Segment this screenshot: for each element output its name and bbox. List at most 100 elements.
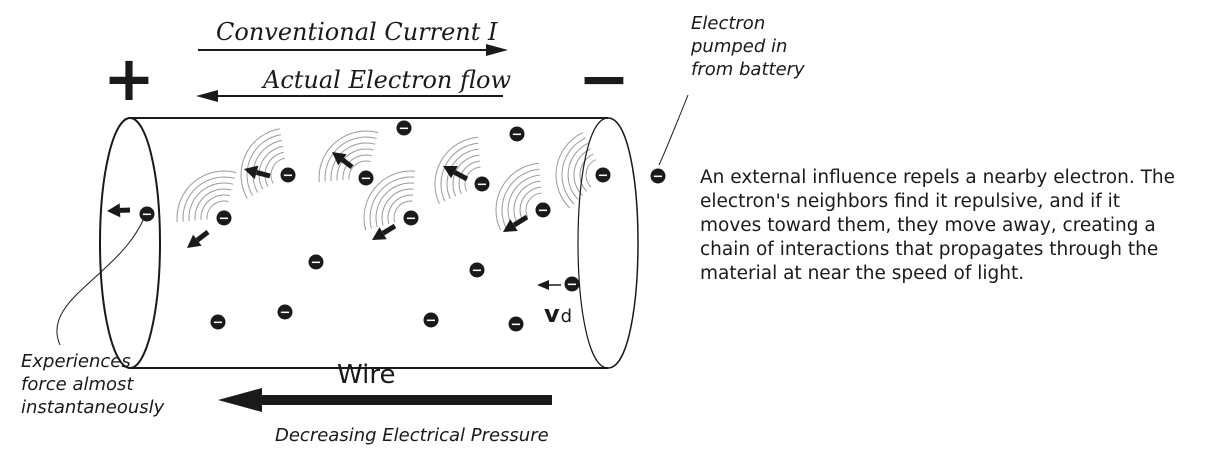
repulsion-wave-arc xyxy=(458,160,481,194)
repulsion-wave-arc xyxy=(387,194,414,225)
drift-arrowhead xyxy=(537,280,549,290)
electron-pumped-line-1: Electron xyxy=(691,13,766,34)
repulsion-wave-group xyxy=(176,128,597,231)
repulsion-wave-arc xyxy=(200,194,231,221)
decreasing-pressure-label: Decreasing Electrical Pressure xyxy=(275,425,549,446)
electron: − xyxy=(210,314,226,331)
experiences-force-line-1: Experiences xyxy=(21,351,131,372)
electron-body xyxy=(396,120,412,136)
electron-body xyxy=(216,210,232,226)
push-arrowhead xyxy=(503,219,518,232)
push-arrow-group xyxy=(107,152,529,248)
repulsion-wave-arc xyxy=(495,162,539,231)
force-leader-line xyxy=(56,217,145,346)
repulsion-wave-arc xyxy=(555,131,584,209)
electron: − xyxy=(650,168,666,185)
repulsion-wave-arc xyxy=(369,176,415,229)
repulsion-wave-arc xyxy=(573,148,591,196)
repulsion-wave-arc xyxy=(434,136,478,205)
electron: − xyxy=(358,170,374,187)
repulsion-wave-arc xyxy=(525,192,542,218)
repulsion-wave-arc xyxy=(240,128,280,199)
electron: − xyxy=(139,206,155,223)
experiences-force-line-3: instantaneously xyxy=(21,397,165,418)
electron-charge-sign: − xyxy=(213,316,224,331)
repulsion-wave-arc xyxy=(561,137,586,205)
repulsion-wave-arc xyxy=(182,176,235,222)
electron-body xyxy=(210,314,226,330)
electron-charge-sign: − xyxy=(512,128,523,143)
electron-body xyxy=(308,254,324,270)
repulsion-wave-arc xyxy=(501,168,540,228)
electron-flow-arrowhead xyxy=(196,90,218,102)
repulsion-wave-arc xyxy=(330,142,376,182)
electron-body xyxy=(535,202,551,218)
drift-velocity-symbol: v xyxy=(544,300,560,328)
wire-right-end-front xyxy=(607,117,639,369)
electron-charge-sign: − xyxy=(219,212,230,227)
negative-terminal-sign: − xyxy=(578,42,630,115)
repulsion-wave-arc xyxy=(264,151,285,187)
electron: − xyxy=(469,262,485,279)
push-arrowhead xyxy=(443,166,458,179)
electron-body xyxy=(564,276,580,292)
electron-body xyxy=(280,167,296,183)
electron-body xyxy=(509,126,525,142)
repulsion-wave-arc xyxy=(188,182,234,222)
electron-body xyxy=(474,176,490,192)
electron-pumped-line-2: pumped in xyxy=(691,36,788,57)
repulsion-wave-arc xyxy=(507,174,540,226)
experiences-force-line-2: force almost xyxy=(21,374,134,395)
repulsion-wave-arc xyxy=(393,200,413,223)
electron-charge-sign: − xyxy=(472,264,483,279)
repulsion-wave-arc xyxy=(363,170,416,231)
electron-charge-sign: − xyxy=(426,314,437,329)
electron: − xyxy=(474,176,490,193)
electron: − xyxy=(280,167,296,184)
electron-body xyxy=(403,210,419,226)
repulsion-wave-arc xyxy=(206,200,229,220)
electron-charge-sign: − xyxy=(598,169,609,184)
wire-right-end-back xyxy=(577,117,609,369)
push-arrowhead xyxy=(244,165,259,180)
electron-charge-sign: − xyxy=(511,318,522,333)
repulsion-wave-arc xyxy=(579,153,594,192)
electron-charge-sign: − xyxy=(280,306,291,321)
electron: − xyxy=(216,210,232,227)
electron-charge-sign: − xyxy=(538,204,549,219)
electron: − xyxy=(308,254,324,271)
pumped-leader-line xyxy=(658,94,689,166)
electron-body xyxy=(469,262,485,278)
electron: − xyxy=(396,120,412,137)
electron-body xyxy=(358,170,374,186)
repulsion-wave-arc xyxy=(567,142,589,201)
electron-body xyxy=(508,316,524,332)
repulsion-wave-arc xyxy=(348,160,371,180)
repulsion-wave-arc xyxy=(585,159,597,188)
electron: − xyxy=(508,316,524,333)
repulsion-wave-arc xyxy=(336,148,374,181)
electron-charge-sign: − xyxy=(477,178,488,193)
electron: − xyxy=(535,202,551,219)
repulsion-wave-arc xyxy=(440,142,479,202)
push-arrow-shaft xyxy=(340,157,354,170)
electron: − xyxy=(423,312,439,329)
repulsion-wave-arc xyxy=(375,182,415,228)
electron-pumped-label: Electron pumped in from battery xyxy=(691,12,805,81)
push-arrow-shaft xyxy=(195,230,210,243)
repulsion-wave-arc xyxy=(464,166,481,192)
repulsion-wave-arc xyxy=(246,134,281,196)
push-arrowhead xyxy=(332,152,347,166)
push-arrow-shaft xyxy=(381,223,397,236)
repulsion-wave-arc xyxy=(342,154,373,181)
electron-body xyxy=(423,312,439,328)
push-arrow-shaft xyxy=(512,214,529,228)
push-arrowhead xyxy=(372,227,387,240)
repulsion-wave-arc xyxy=(324,136,377,182)
wire-label: Wire xyxy=(337,360,396,390)
electron-charge-sign: − xyxy=(567,278,578,293)
electron: − xyxy=(277,304,293,321)
electron-charge-sign: − xyxy=(653,170,664,185)
electron: − xyxy=(403,210,419,227)
